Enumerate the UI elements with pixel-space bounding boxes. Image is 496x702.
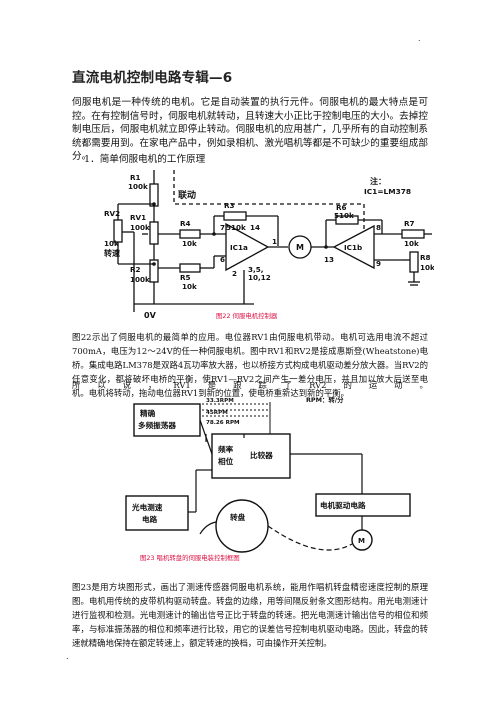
header-mark: . (418, 34, 421, 43)
rv2-value: 10k (104, 239, 119, 248)
r6-value: 510k (334, 211, 354, 220)
figure23-description: 图23是用方块图形式，画出了测速传感器伺服电机系统，能用作唱机转盘精密速度控制的… (72, 582, 428, 648)
spread-word: 跟 (233, 380, 242, 390)
driver-label: 电机驱动电路 (320, 500, 366, 510)
servo-controller-circuit: 联动 注： IC1=LM378 R1 100k RV2 10k 转速 RV1 1… (104, 170, 434, 320)
spread-word: 说 (122, 380, 132, 390)
r4-value: 10k (182, 239, 197, 248)
spread-word: 动 (394, 380, 403, 390)
spread-word: 运 (368, 380, 378, 390)
r6-label: R6 (336, 203, 347, 212)
figure23-caption: 图23 唱机转盘的伺服电装控制框图 (140, 553, 240, 562)
rv1-value: 100k (130, 223, 150, 232)
pins-3-5: 3,5, (248, 265, 263, 274)
r7-value: 10k (404, 239, 419, 248)
r3-value: 510k (226, 223, 246, 232)
pin-14: 14 (250, 223, 260, 232)
spread-word: 以 (97, 380, 106, 390)
oscillator-label-2: 多频振荡器 (138, 420, 176, 430)
link-label: 联动 (178, 189, 196, 201)
motor-symbol: M (296, 243, 304, 252)
r3-label: R3 (224, 201, 235, 210)
tacho-label-2: 电路 (142, 514, 158, 524)
pins-10-12: 10,12 (248, 273, 271, 282)
pin-2: 2 (232, 269, 237, 278)
motor-symbol-2: M (358, 537, 365, 545)
spread-word: ， (148, 380, 157, 390)
pin-1: 1 (272, 237, 277, 246)
tacho-label-1: 光电测速 (131, 502, 163, 512)
footer-mark: . (66, 652, 69, 661)
note-title: 注： (370, 176, 386, 186)
rpm-78-label: 78.26 RPM (206, 420, 240, 426)
turntable-label: 转盘 (230, 512, 246, 522)
turntable-servo-block-diagram: 精确 多频振荡器 33.3RPM 45RPM 78.26 RPM RPM：转/分… (125, 395, 411, 562)
figure22-description-last-line: 所 以 说 ， RV1 是 跟 踪 了 RV2 的 运 动 。 (72, 378, 428, 392)
spread-word: RV2 (309, 380, 327, 390)
r5-value: 10k (182, 282, 197, 291)
r8-value: 10k (420, 263, 434, 272)
note-body: IC1=LM378 (364, 187, 411, 196)
r8-label: R8 (420, 253, 431, 262)
pin-13: 13 (324, 255, 334, 264)
r5-label: R5 (180, 273, 191, 282)
frequency-label: 频率 (218, 444, 234, 454)
ground-label: 0V (144, 311, 157, 320)
spread-word: RV1 (173, 380, 191, 390)
ic1b-label: IC1b (344, 243, 362, 252)
r2-label: R2 (130, 265, 141, 274)
figure22-caption: 图22 伺服电机控制器 (216, 311, 278, 320)
r7-label: R7 (404, 219, 415, 228)
speed-label: 转速 (104, 248, 120, 258)
spread-word: 是 (207, 380, 217, 390)
page-title: 直流电机控制电路专辑—6 (72, 70, 233, 86)
ic1a-label: IC1a (230, 243, 248, 252)
oscillator-label-1: 精确 (140, 408, 156, 418)
spread-word: 。 (419, 380, 428, 390)
rv2-label: RV2 (104, 209, 120, 218)
pin-7: 7 (220, 223, 225, 232)
intro-paragraph: 伺服电机是一种传统的电机。它是自动装置的执行元件。伺服电机的最大特点是可控。在有… (72, 97, 428, 163)
pin-6: 6 (220, 255, 225, 264)
spread-word: 踪 (258, 380, 267, 390)
r4-label: R4 (180, 219, 191, 228)
comparator-label: 比较器 (250, 450, 273, 460)
r1-label: R1 (130, 173, 141, 182)
rpm-unit-label: RPM：转/分 (306, 395, 344, 404)
figure22-description: 图22示出了伺服电机的最简单的应用。电位器RV1由伺服电机带动。电机可选用电流不… (72, 332, 428, 398)
spread-word: 所 (72, 380, 81, 390)
r2-value: 100k (130, 275, 150, 284)
rv1-label: RV1 (130, 213, 146, 222)
pin-8: 8 (376, 223, 381, 232)
spread-word: 了 (283, 380, 293, 390)
phase-label: 相位 (218, 456, 234, 466)
pin-9: 9 (376, 259, 381, 268)
spread-word: 的 (343, 380, 352, 390)
section-heading: 1．简单伺服电机的工作原理 (84, 154, 206, 165)
rpm-45-label: 45RPM (206, 410, 228, 416)
rpm-33-label: 33.3RPM (206, 398, 234, 404)
r1-value: 100k (128, 182, 148, 191)
